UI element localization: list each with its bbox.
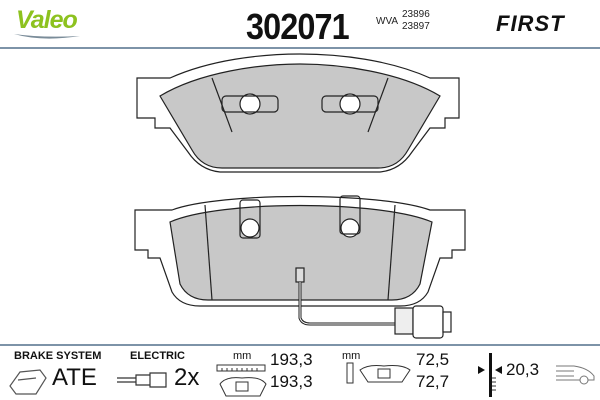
width-value: 193,3 — [270, 372, 313, 391]
footer-divider — [0, 344, 600, 346]
wva-label: WVA — [376, 16, 399, 27]
top-pad-friction — [159, 63, 441, 169]
thickness-value: 20,3 — [506, 360, 540, 379]
part-number: 302071 — [246, 6, 350, 47]
thickness-icon — [478, 353, 502, 397]
brake-system-label: BRAKE SYSTEM — [14, 350, 102, 362]
wva-number: 23897 — [402, 21, 430, 32]
wva-number: 23896 — [402, 9, 430, 20]
height-value: 72,5 — [416, 350, 450, 369]
caliper-icon — [9, 369, 47, 395]
pad-height-ruler-icon — [346, 362, 411, 384]
height-unit: mm — [342, 350, 361, 362]
car-front-axle-icon — [556, 365, 595, 385]
header-divider — [0, 47, 600, 49]
wear-sensor-wire — [295, 267, 452, 339]
height-value: 72,7 — [416, 372, 450, 391]
brake-pad-drawing — [134, 53, 466, 339]
sensor-connector-icon — [117, 372, 167, 388]
product-line-logo: FIRST — [496, 11, 565, 36]
valeo-logo: Valeo — [16, 6, 78, 34]
width-value: 193,3 — [270, 350, 313, 369]
bottom-pad-friction — [169, 204, 433, 301]
width-unit: mm — [233, 350, 252, 362]
logo-swoosh-icon — [14, 34, 80, 39]
electric-sensor-count: 2x — [174, 364, 200, 391]
brake-system-value: ATE — [52, 364, 97, 391]
pad-width-ruler-icon — [216, 364, 267, 397]
electric-label: ELECTRIC — [130, 350, 185, 362]
